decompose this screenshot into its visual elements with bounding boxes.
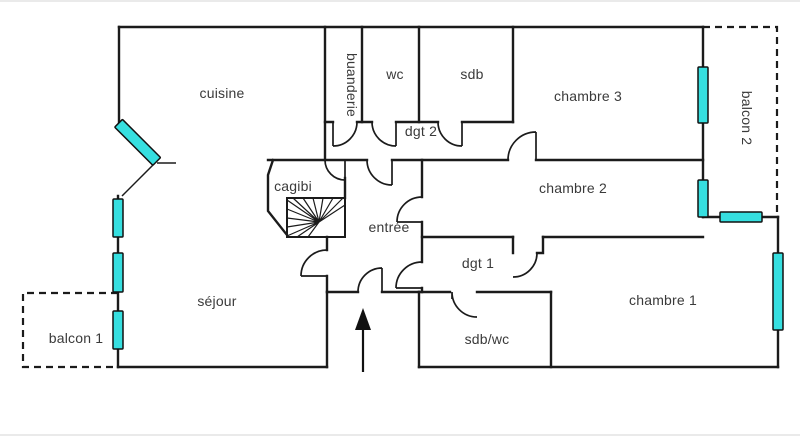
door-wc [371, 121, 397, 147]
room-label-sdb: sdb [460, 66, 484, 82]
room-label-cagibi: cagibi [274, 178, 312, 194]
walls [116, 25, 780, 369]
entrance-arrow-icon [355, 308, 371, 372]
room-label-sejour: séjour [197, 293, 237, 309]
door-dgt1 [395, 261, 423, 289]
balcony-outlines [21, 25, 779, 369]
room-label-sdbwc: sdb/wc [464, 331, 510, 347]
door-chambre2 [396, 196, 423, 223]
room-label-buanderie: buanderie [344, 52, 360, 118]
window-balcony2-bottom [719, 211, 763, 223]
balcony1-outline [21, 291, 118, 369]
door-chambre1 [512, 252, 538, 278]
thin-lines [121, 162, 176, 197]
window-sejour-2 [112, 252, 124, 293]
room-label-chambre1: chambre 1 [629, 292, 697, 308]
door-dgt2-entree [366, 159, 393, 186]
door-buanderie [332, 121, 358, 147]
room-label-cuisine: cuisine [199, 85, 245, 101]
room-label-chambre2: chambre 2 [539, 180, 607, 196]
room-label-balcon2: balcon 2 [739, 90, 755, 146]
door-sdb [437, 121, 463, 147]
window-chambre1 [772, 252, 784, 331]
window-sejour-3 [112, 310, 124, 350]
room-label-dgt2: dgt 2 [404, 123, 438, 139]
balcony2-outline [703, 25, 779, 217]
window-sejour-1 [112, 198, 124, 238]
room-label-dgt1: dgt 1 [461, 255, 495, 271]
staircase-icon [286, 197, 346, 238]
door-sdbwc [451, 291, 478, 318]
window-chambre3 [697, 66, 709, 124]
window-cuisine-diagonal [114, 119, 161, 166]
room-label-entree: entrée [368, 219, 410, 235]
door-sejour [300, 249, 328, 277]
window-chambre2 [697, 179, 709, 218]
door-cagibi [324, 159, 346, 181]
room-label-balcon1: balcon 1 [48, 330, 104, 346]
door-front [357, 267, 383, 293]
room-label-chambre3: chambre 3 [554, 88, 622, 104]
door-chambre3 [507, 131, 537, 161]
room-label-wc: wc [386, 66, 404, 82]
windows [112, 66, 784, 350]
door-arcs [300, 121, 538, 318]
